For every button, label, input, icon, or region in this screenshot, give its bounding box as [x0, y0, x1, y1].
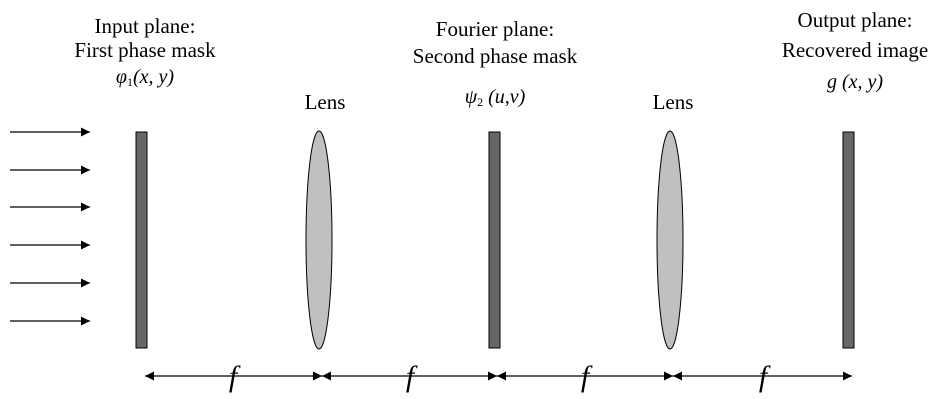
focal-length-label-1: f: [228, 360, 238, 393]
fourier-mask-function: ψ2 (u,v): [464, 86, 526, 109]
input-plane-subtitle: First phase mask: [74, 38, 216, 62]
focal-length-label-4: f: [758, 360, 768, 393]
output-plane-title: Output plane:: [797, 8, 913, 32]
focal-length-label-3: f: [580, 360, 590, 393]
output-plane: [842, 131, 855, 349]
fourier-plane-subtitle: Second phase mask: [412, 44, 578, 68]
second-lens: [656, 130, 684, 350]
fourier-mask-args: (u,v): [488, 86, 526, 108]
first-lens-label: Lens: [304, 90, 346, 114]
input-plane-title: Input plane:: [94, 14, 196, 38]
input-mask-function: φ1(x, y): [115, 66, 175, 89]
second-lens-label: Lens: [652, 90, 694, 114]
second-phase-mask: [488, 131, 501, 349]
output-image-function: g (x, y): [826, 71, 884, 93]
fourier-plane-title: Fourier plane:: [435, 17, 555, 41]
focal-length-label-2: f: [405, 360, 415, 393]
incident-light-arrows: [10, 127, 90, 326]
first-phase-mask: [135, 131, 148, 349]
first-lens: [305, 130, 333, 350]
input-mask-args: (x, y): [133, 66, 175, 88]
output-plane-subtitle: Recovered image: [781, 38, 929, 62]
